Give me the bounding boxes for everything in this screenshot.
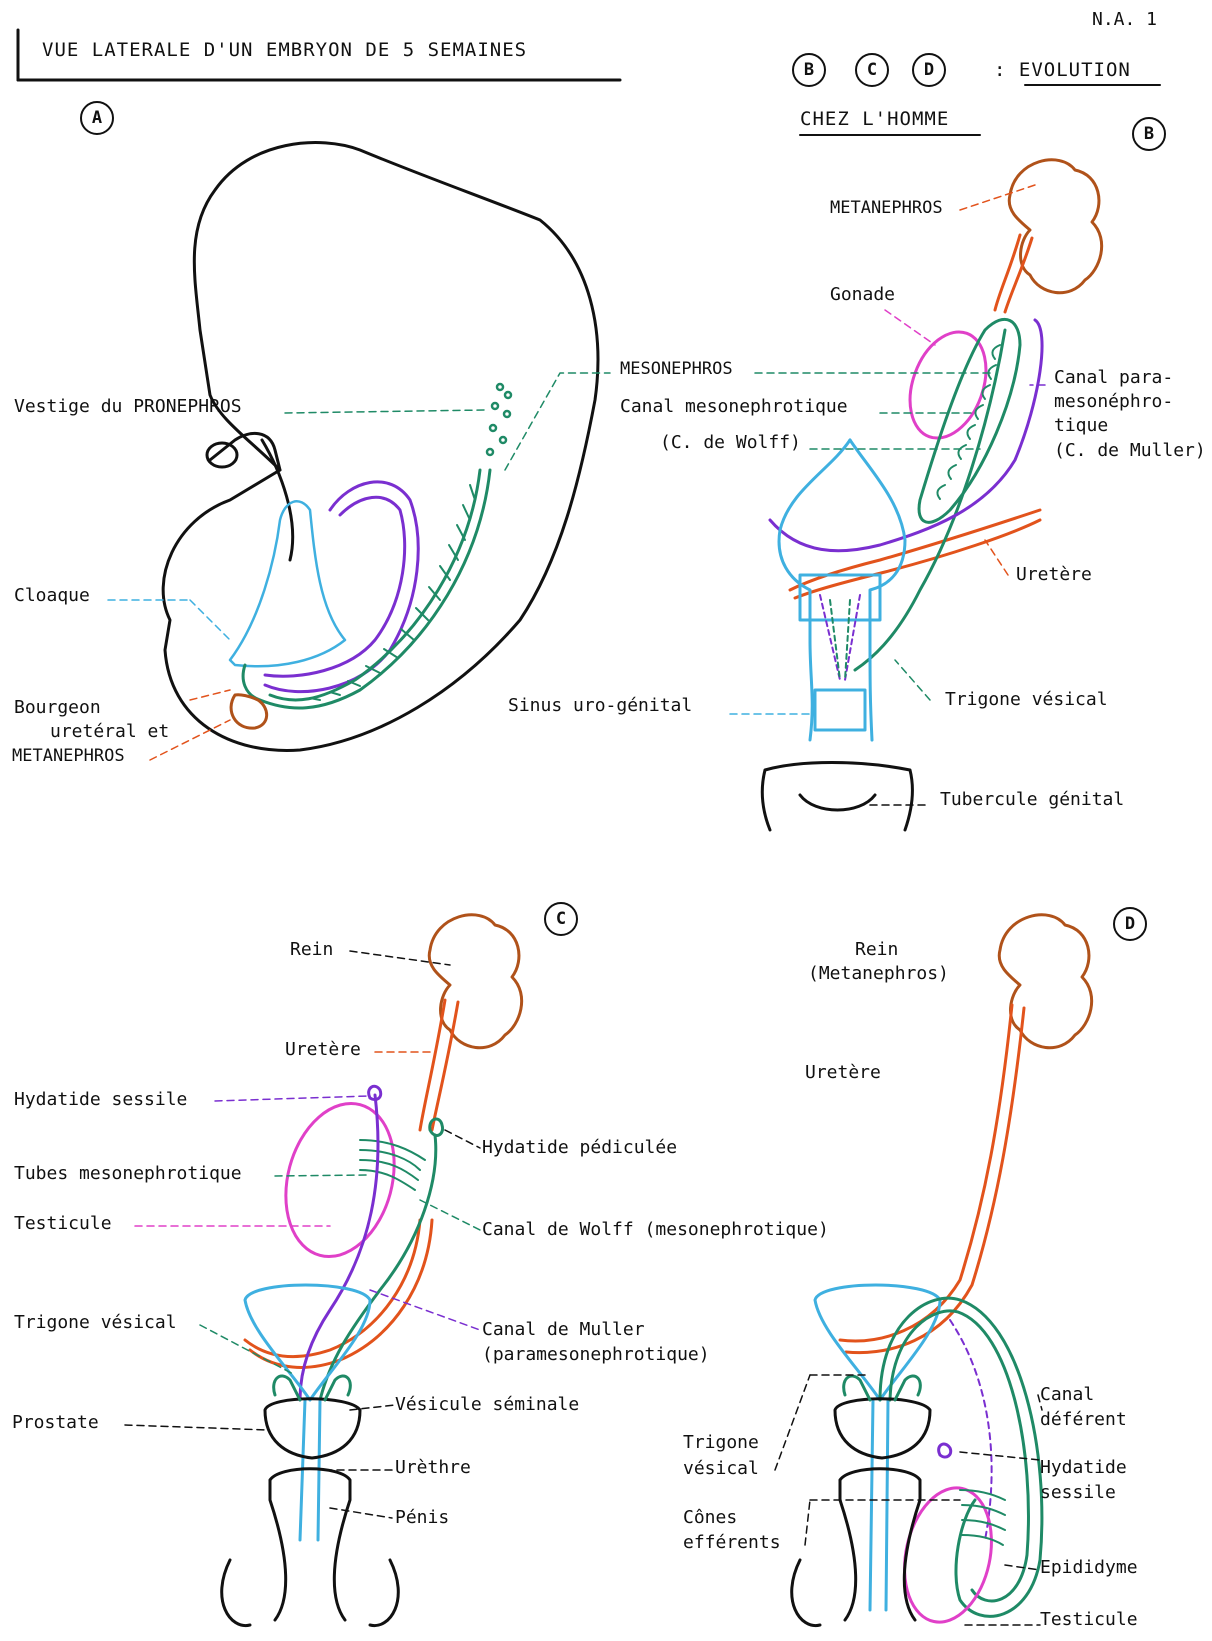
label-para-1: Canal para- [1054, 368, 1173, 389]
label-d-trigone-1: Trigone [683, 1433, 759, 1454]
label-a-metanephros: METANEPHROS [12, 747, 125, 767]
label-c-rein: Rein [290, 940, 333, 961]
panel-c-letter: C [544, 902, 578, 936]
c-testis [270, 1091, 411, 1269]
label-d-cones-2: efférents [683, 1533, 781, 1554]
label-para-4: (C. de Muller) [1054, 441, 1206, 462]
label-d-hydatide-2: sessile [1040, 1483, 1116, 1504]
d-hydatid-sessile [939, 1444, 951, 1457]
panel-d-letter: D [1113, 907, 1147, 941]
label-b-wolff: (C. de Wolff) [660, 433, 801, 454]
label-c-vesicule: Vésicule séminale [395, 1395, 579, 1416]
label-gonade: Gonade [830, 285, 895, 306]
label-d-canal-2: déférent [1040, 1410, 1127, 1431]
c-penis [222, 1469, 399, 1626]
d-bladder [815, 1285, 940, 1610]
d-penis [792, 1469, 920, 1626]
subtitle: CHEZ L'HOMME [800, 109, 949, 131]
d-kidney [999, 915, 1091, 1048]
label-b-uretere: Uretère [1016, 565, 1092, 586]
label-c-prostate: Prostate [12, 1413, 99, 1434]
label-mesonephros: MESONEPHROS [620, 360, 733, 380]
label-d-testicule: Testicule [1040, 1610, 1138, 1631]
label-d-trigone-2: vésical [683, 1459, 759, 1480]
evolution-label: : EVOLUTION [994, 60, 1131, 82]
b-trigone [820, 595, 860, 680]
label-bourgeon-2: uretéral et [50, 722, 169, 743]
label-bourgeon-1: Bourgeon [14, 698, 101, 719]
label-d-epididyme: Epididyme [1040, 1558, 1138, 1579]
label-c-muller-2: (paramesonephrotique) [482, 1345, 710, 1366]
label-b-metanephros: METANEPHROS [830, 199, 943, 219]
evolution-letter-d: D [912, 53, 946, 87]
label-para-3: tique [1054, 416, 1108, 437]
label-b-trigone: Trigone vésical [945, 690, 1108, 711]
label-canal-meso: Canal mesonephrotique [620, 397, 848, 418]
label-c-trigone: Trigone vésical [14, 1313, 177, 1334]
b-genital-tubercle [762, 763, 912, 831]
label-d-uretere: Uretère [805, 1063, 881, 1084]
label-c-tubes: Tubes mesonephrotique [14, 1164, 242, 1185]
d-prostate [835, 1399, 930, 1458]
label-d-cones-1: Cônes [683, 1508, 737, 1529]
label-c-hydatide-sessile: Hydatide sessile [14, 1090, 187, 1111]
label-pronephros: Vestige du PRONEPHROS [14, 397, 242, 418]
label-c-testicule: Testicule [14, 1214, 112, 1235]
page-title: VUE LATERALE D'UN EMBRYON DE 5 SEMAINES [42, 40, 527, 62]
label-sinus: Sinus uro-génital [508, 696, 692, 717]
label-tubercule: Tubercule génital [940, 790, 1124, 811]
panel-b-letter: B [1132, 117, 1166, 151]
label-c-urethre: Urèthre [395, 1458, 471, 1479]
label-d-hydatide-1: Hydatide [1040, 1458, 1127, 1479]
evolution-letter-b: B [792, 53, 826, 87]
panel-a-letter: A [80, 101, 114, 135]
mesonephric-duct [243, 470, 490, 708]
label-c-wolff: Canal de Wolff (mesonephrotique) [482, 1220, 829, 1241]
pronephros-vestige [487, 384, 511, 455]
c-prostate [265, 1399, 360, 1458]
label-d-canal-1: Canal [1040, 1385, 1094, 1406]
label-c-uretere: Uretère [285, 1040, 361, 1061]
label-d-rein-2: (Metanephros) [808, 964, 949, 985]
label-d-rein-1: Rein [855, 940, 898, 961]
page-ref: N.A. 1 [1092, 10, 1157, 31]
evolution-letter-c: C [855, 53, 889, 87]
label-c-penis: Pénis [395, 1508, 449, 1529]
b-kidney [1009, 160, 1101, 293]
label-para-2: mesonéphro- [1054, 392, 1173, 413]
cloaca-shape [230, 501, 345, 666]
b-urogenital-sinus [779, 440, 905, 740]
d-vas-deferens-inner [890, 1311, 1028, 1601]
panel-d-leaders [775, 1375, 1042, 1625]
label-c-hydatide-ped: Hydatide pédiculée [482, 1138, 677, 1159]
label-c-muller-1: Canal de Muller [482, 1320, 645, 1341]
label-cloaque: Cloaque [14, 586, 90, 607]
b-mesonephros [919, 319, 1020, 522]
c-kidney [429, 915, 521, 1048]
